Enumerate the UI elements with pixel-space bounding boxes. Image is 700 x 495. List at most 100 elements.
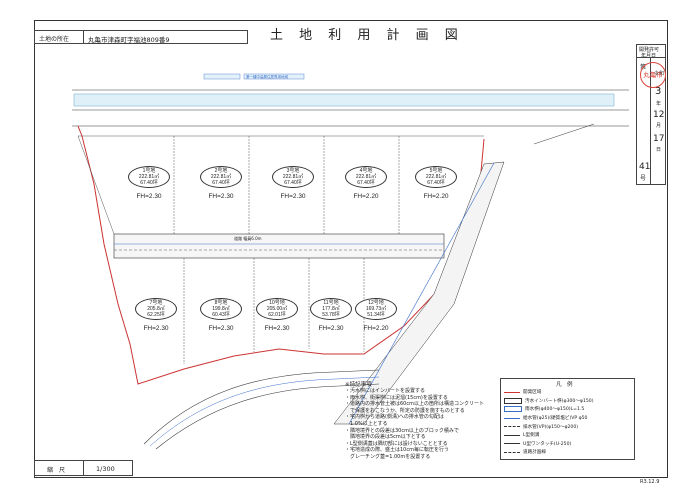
legend-label: 給水管(φ25)(硬質塩ビ)VP φ50 bbox=[523, 416, 588, 422]
lot-tsubo: 60.43坪 bbox=[212, 312, 230, 318]
legend-symbol bbox=[504, 451, 520, 453]
water-channel bbox=[73, 93, 615, 107]
road-label: 道路 幅員6.0m bbox=[234, 235, 262, 241]
note-item: ・L型側溝蓋は隅切部には設けないこととする bbox=[345, 440, 448, 447]
scale-label: 縮 尺 bbox=[47, 467, 66, 474]
legend-label: U型ワンタッチ(U-250) bbox=[523, 441, 572, 447]
lot-tsubo: 62.01坪 bbox=[268, 312, 286, 318]
lot-floor-height: FH=2.30 bbox=[208, 193, 234, 200]
lot-area: 205.8㎡ bbox=[147, 306, 165, 312]
curved-road bbox=[143, 369, 380, 445]
note-item: ・汚水桝にはインバートを設置する bbox=[345, 388, 426, 394]
legend-item: 雨水桝(φ400〜φ150)L=1.5 bbox=[504, 405, 594, 414]
location-value: 丸亀市津森町字福池809番9 bbox=[88, 36, 170, 44]
legend-symbol bbox=[504, 406, 522, 413]
location-label: 土地の所在 bbox=[39, 36, 70, 43]
lot-area: 222.81㎡ bbox=[210, 174, 232, 180]
location-label-cell: 土地の所在 bbox=[34, 30, 84, 44]
note-item: 1.0%以上とする bbox=[345, 420, 388, 427]
lot-floor-height: FH=2.30 bbox=[264, 325, 290, 332]
curved-road-inner bbox=[155, 383, 380, 450]
legend-symbol bbox=[504, 417, 520, 419]
lot-tsubo: 67.40坪 bbox=[140, 180, 158, 186]
lot-no: 7号地 bbox=[149, 300, 163, 306]
note-item: ・隣地境界との段差は30cm以上のブロック積みで bbox=[345, 427, 459, 434]
permit-no-unit: 号 bbox=[640, 175, 647, 182]
lot-floor-height: FH=2.30 bbox=[208, 325, 234, 332]
lot-floor-height: FH=2.20 bbox=[423, 193, 449, 200]
lot-area: 199.8㎡ bbox=[212, 306, 230, 312]
lot-tsubo: 67.40坪 bbox=[284, 180, 302, 186]
permit-day: 17 bbox=[653, 134, 665, 144]
lot-no: 4号地 bbox=[359, 168, 373, 174]
scale-value: 1/300 bbox=[96, 465, 115, 473]
stamp-text: 丸亀市 bbox=[643, 71, 663, 79]
note-item: 隣地境界の段差は5cm以下とする bbox=[345, 434, 426, 441]
legend-symbol bbox=[504, 443, 520, 445]
drawing-frame bbox=[34, 20, 668, 478]
lot-area: 222.81㎡ bbox=[425, 174, 447, 180]
lot-tsubo: 67.40坪 bbox=[357, 180, 375, 186]
top-note-box bbox=[203, 73, 241, 80]
lot-floor-height: FH=2.20 bbox=[353, 193, 379, 200]
legend-item: 開発区域 bbox=[504, 388, 594, 397]
legend-symbol bbox=[504, 434, 520, 436]
note-item: ・宅内桝から道路(側溝)への排水管の勾配は bbox=[345, 414, 444, 421]
lot-floor-height: FH=2.20 bbox=[363, 325, 389, 332]
lot-tsubo: 67.40坪 bbox=[427, 180, 445, 186]
lot-floor-height: FH=2.30 bbox=[136, 193, 162, 200]
permit-year-unit: 年 bbox=[656, 101, 662, 107]
special-notes: ※特記事項 ・汚水桝にはインバートを設置する・雨水桝、街渠桝には泥溜(15cm)… bbox=[345, 380, 497, 462]
lot-no: 3号地 bbox=[286, 168, 300, 174]
note-item: グレーチング蓋=1.00mを設置する bbox=[345, 453, 431, 460]
note-item: ・雨水桝、街渠桝には泥溜(15cm)を設置する bbox=[345, 394, 448, 401]
permit-day-unit: 日 bbox=[656, 147, 662, 153]
lot-area: 205.00㎡ bbox=[266, 306, 288, 312]
permit-month-unit: 月 bbox=[656, 123, 662, 129]
internal-road bbox=[113, 233, 445, 259]
location-value-cell: 丸亀市津森町字福池809番9 bbox=[83, 30, 248, 44]
top-note-box-2 bbox=[243, 73, 305, 80]
legend-label: L型側溝 bbox=[523, 433, 540, 439]
page-title: 土 地 利 用 計 画 図 bbox=[270, 28, 464, 43]
permit-header-cell: 開発許可 年月日 bbox=[636, 44, 666, 59]
permit-header: 開発許可 bbox=[639, 47, 660, 53]
legend-item: 道路計画線 bbox=[504, 448, 594, 457]
lot-area: 222.81㎡ bbox=[138, 174, 160, 180]
lot-no: 8号地 bbox=[214, 300, 228, 306]
permit-date-col: 令和 3 年 12 月 17 日 bbox=[650, 57, 666, 185]
lot-divider bbox=[77, 135, 115, 235]
permit-month: 12 bbox=[653, 110, 665, 120]
lot-no: 10号地 bbox=[269, 300, 285, 306]
lot-no: 2号地 bbox=[214, 168, 228, 174]
lot-no: 5号地 bbox=[429, 168, 443, 174]
legend-list: 開発区域汚水インバート桝(φ300〜φ150)雨水桝(φ400〜φ150)L=1… bbox=[504, 388, 594, 457]
curved-waterline bbox=[149, 376, 380, 447]
lot-area: 177.8㎡ bbox=[322, 306, 340, 312]
lot-area: 169.73㎡ bbox=[365, 306, 387, 312]
notes-list: ・汚水桝にはインバートを設置する・雨水桝、街渠桝には泥溜(15cm)を設置する・… bbox=[345, 388, 497, 461]
lot-tsubo: 51.34坪 bbox=[367, 312, 385, 318]
permit-no: 41 bbox=[639, 162, 651, 172]
lot-floor-height: FH=2.30 bbox=[318, 325, 344, 332]
diagonal-road bbox=[333, 161, 505, 425]
official-stamp: 丸亀市 bbox=[640, 62, 666, 88]
legend-item: U型ワンタッチ(U-250) bbox=[504, 440, 594, 449]
site-plan-drawing: 第一種中高層住居専用地域 道路 幅員6.0m bbox=[72, 73, 629, 450]
lot-floor-height: FH=2.30 bbox=[143, 325, 169, 332]
legend-symbol bbox=[504, 426, 520, 428]
lot-area: 222.81㎡ bbox=[355, 174, 377, 180]
